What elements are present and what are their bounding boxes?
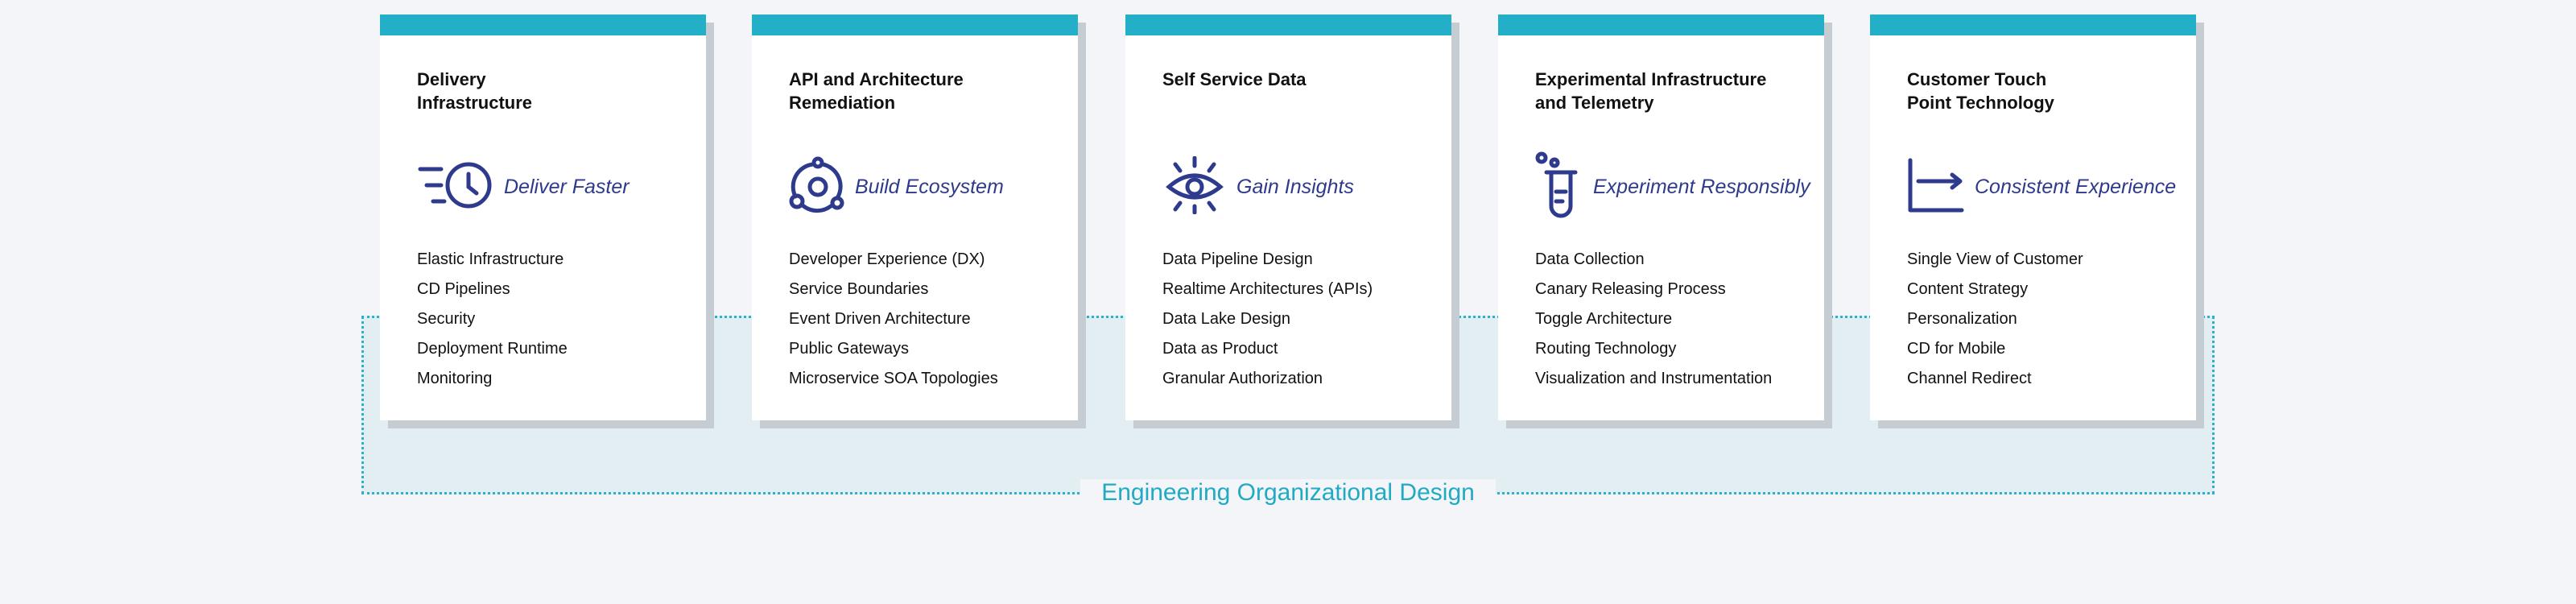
card-self-service-data: Self Service Data Gain Insights Data Pip… (1125, 14, 1451, 420)
list-item: Personalization (1907, 310, 2017, 328)
card-accent-bar (1870, 14, 2196, 35)
card-title: API and Architecture Remediation (789, 69, 964, 113)
card-tagline: Gain Insights (1236, 175, 1354, 198)
card-item-list: Elastic Infrastructure CD Pipelines Secu… (417, 245, 568, 394)
card-title: Self Service Data (1162, 69, 1307, 89)
list-item: Public Gateways (789, 340, 909, 358)
card-experimental-infrastructure: Experimental Infrastructure and Telemetr… (1498, 14, 1824, 420)
list-item: Canary Releasing Process (1535, 280, 1726, 298)
card-item-list: Data Collection Canary Releasing Process… (1535, 245, 1772, 394)
list-item: Data Collection (1535, 250, 1645, 268)
list-item: CD for Mobile (1907, 340, 2006, 358)
list-item: Visualization and Instrumentation (1535, 370, 1773, 387)
list-item: Channel Redirect (1907, 370, 2032, 387)
card-accent-bar (380, 14, 706, 35)
card-title: Customer Touch Point Technology (1907, 69, 2054, 113)
card-item-list: Developer Experience (DX) Service Bounda… (789, 245, 998, 394)
card-api-architecture: API and Architecture Remediation Build E… (752, 14, 1078, 420)
list-item: Single View of Customer (1907, 250, 2083, 268)
clock-speed-icon (417, 159, 494, 215)
list-item: Data Pipeline Design (1162, 250, 1313, 268)
ecosystem-nodes-icon (789, 156, 845, 218)
list-item: Realtime Architectures (APIs) (1162, 280, 1373, 298)
eye-insight-icon (1162, 155, 1227, 218)
list-item: Service Boundaries (789, 280, 929, 298)
test-tube-icon (1535, 151, 1583, 223)
list-item: Microservice SOA Topologies (789, 370, 998, 387)
card-tagline: Deliver Faster (504, 175, 630, 198)
band-label: Engineering Organizational Design (0, 477, 2576, 509)
list-item: Granular Authorization (1162, 370, 1323, 387)
card-customer-touch-point: Customer Touch Point Technology Consiste… (1870, 14, 2196, 420)
list-item: Routing Technology (1535, 340, 1677, 358)
card-accent-bar (1498, 14, 1824, 35)
list-item: Monitoring (417, 370, 493, 387)
axis-arrow-icon (1907, 157, 1965, 217)
card-title: Delivery Infrastructure (417, 69, 533, 113)
card-item-list: Single View of Customer Content Strategy… (1907, 245, 2083, 394)
list-item: Data as Product (1162, 340, 1278, 358)
card-accent-bar (1125, 14, 1451, 35)
card-delivery-infrastructure: Delivery Infrastructure Deliver Faster E… (380, 14, 706, 420)
card-item-list: Data Pipeline Design Realtime Architectu… (1162, 245, 1373, 394)
list-item: Toggle Architecture (1535, 310, 1673, 328)
list-item: Security (417, 310, 476, 328)
list-item: Content Strategy (1907, 280, 2029, 298)
list-item: CD Pipelines (417, 280, 510, 298)
list-item: Elastic Infrastructure (417, 250, 564, 268)
card-accent-bar (752, 14, 1078, 35)
card-tagline: Build Ecosystem (855, 175, 1004, 198)
list-item: Developer Experience (DX) (789, 250, 985, 268)
list-item: Data Lake Design (1162, 310, 1290, 328)
list-item: Event Driven Architecture (789, 310, 971, 328)
card-tagline: Experiment Responsibly (1593, 175, 1810, 198)
card-tagline: Consistent Experience (1975, 175, 2177, 198)
list-item: Deployment Runtime (417, 340, 568, 358)
card-title: Experimental Infrastructure and Telemetr… (1535, 69, 1767, 113)
